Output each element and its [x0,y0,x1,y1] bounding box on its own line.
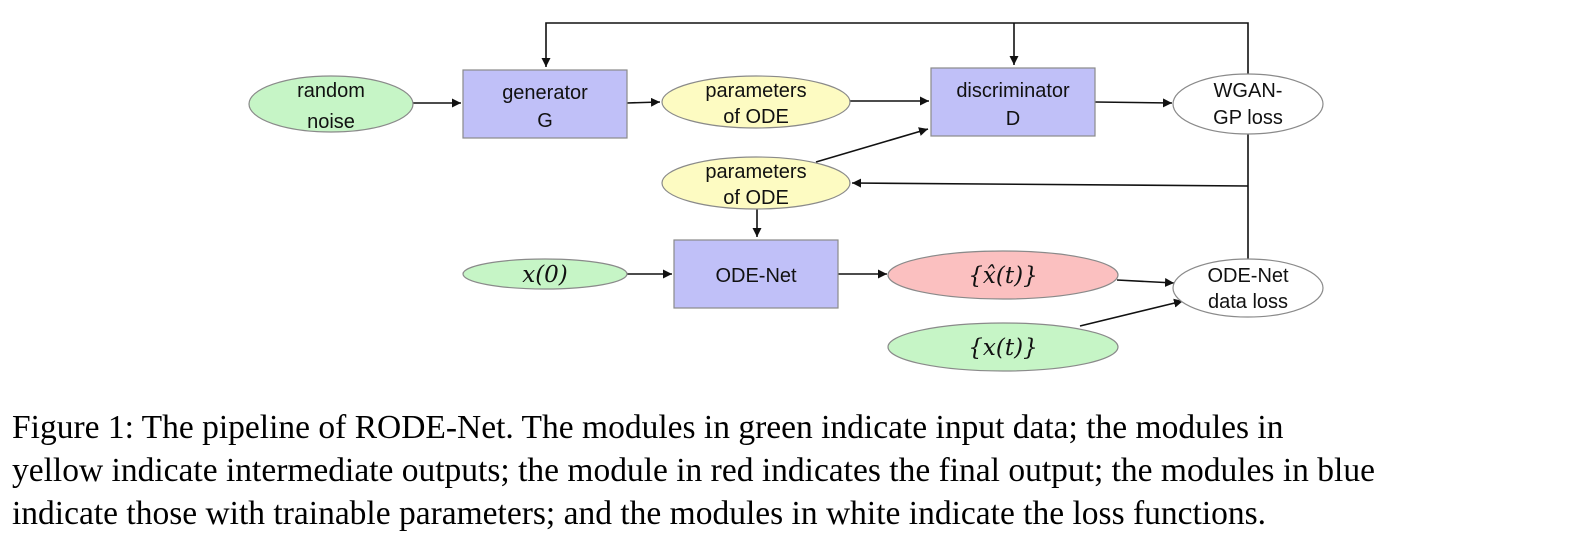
node-ode-net-label: ODE-Net [715,265,797,287]
node-params-mid: parameters of ODE [661,156,851,210]
edge-generator-to-params [626,97,661,107]
pipeline-diagram: random noise generator G parameters of O… [248,22,1324,372]
node-xhat-label: {x̂(t)} [968,263,1037,289]
figure-caption-line3: indicate those with trainable parameters… [12,495,1267,532]
edge-params-mid-to-discriminator [815,127,929,163]
node-xhat: {x̂(t)} [887,250,1119,300]
node-xt: {x(t)} [887,322,1119,372]
node-generator-line2: G [537,110,553,132]
edge-xt-to-ode-loss [1079,298,1184,327]
edge-xhat-to-ode-loss [1116,278,1175,288]
node-xt-label: {x(t)} [968,335,1037,361]
figure-caption-line1: Figure 1: The pipeline of RODE-Net. The … [12,409,1284,446]
node-random-noise-line1: random [297,80,365,102]
node-discriminator-line2: D [1006,108,1020,130]
figure-caption: Figure 1: The pipeline of RODE-Net. The … [12,406,1582,535]
edge-wgan-feedback-to-generator [541,22,1249,75]
node-ode-loss-line2: data loss [1208,291,1288,313]
edge-loss-to-params-mid [851,178,1249,188]
node-generator: generator G [462,69,628,139]
node-random-noise: random noise [248,75,414,133]
node-x0-label: x(0) [522,262,568,288]
node-wgan-loss-line2: GP loss [1213,107,1283,129]
figure-caption-line2: yellow indicate intermediate outputs; th… [12,452,1375,489]
node-wgan-loss-line1: WGAN- [1214,80,1283,102]
node-discriminator-line1: discriminator [956,80,1070,102]
node-generator-line1: generator [502,82,588,104]
node-params-top-line1: parameters [705,80,806,102]
node-ode-loss: ODE-Net data loss [1172,258,1324,318]
node-params-mid-line1: parameters [705,161,806,183]
node-params-top-line2: of ODE [723,106,789,128]
node-random-noise-line2: noise [307,111,355,133]
node-ode-net: ODE-Net [673,239,839,309]
edges [413,22,1249,327]
node-wgan-loss: WGAN- GP loss [1172,73,1324,135]
node-x0: x(0) [462,258,628,290]
node-ode-loss-line1: ODE-Net [1207,265,1289,287]
node-params-top: parameters of ODE [661,75,851,129]
edge-discriminator-to-wgan [1094,98,1173,108]
node-params-mid-line2: of ODE [723,187,789,209]
node-discriminator: discriminator D [930,67,1096,137]
